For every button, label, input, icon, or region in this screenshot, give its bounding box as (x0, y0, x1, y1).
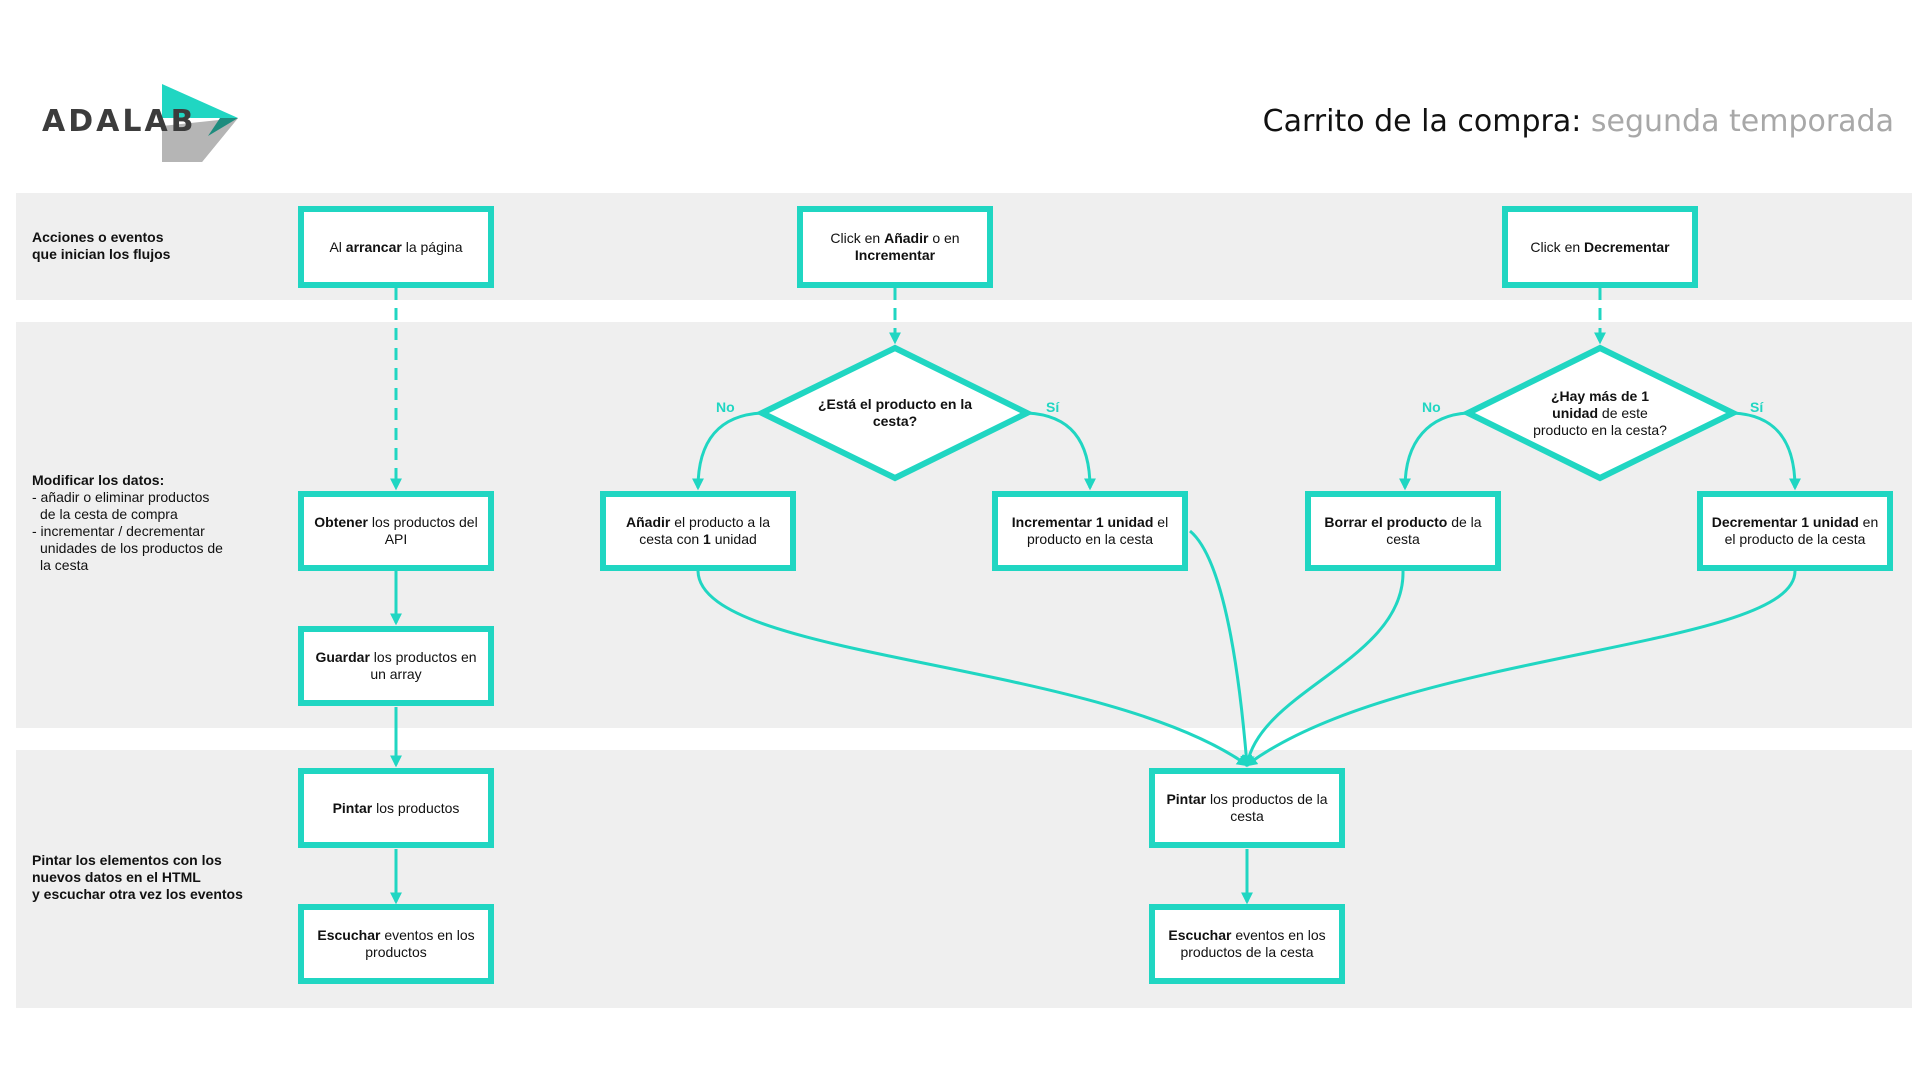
node-listen-cart[interactable]: Escuchar eventos en los productos de la … (1149, 904, 1345, 984)
node-add-one[interactable]: Añadir el producto a la cesta con 1 unid… (600, 491, 796, 571)
adalab-logo (162, 84, 238, 162)
branch-q1-no: No (716, 399, 735, 415)
decision-q1-text: ¿Está el producto en la cesta? (817, 396, 973, 429)
node-listen-products[interactable]: Escuchar eventos en los productos (298, 904, 494, 984)
node-delete[interactable]: Borrar el producto de la cesta (1305, 491, 1501, 571)
node-start[interactable]: Al arrancar la página (298, 206, 494, 288)
decision-q2-text: ¿Hay más de 1 unidad de este producto en… (1533, 387, 1667, 438)
node-paint-products[interactable]: Pintar los productos (298, 768, 494, 848)
edge-del-paintcart (1242, 570, 1405, 768)
lane-label-paint: Pintar los elementos con los nuevos dato… (32, 852, 243, 902)
edge-q1-yes (1026, 411, 1096, 491)
edge-inc-paintcart (1189, 529, 1253, 768)
node-dec-one[interactable]: Decrementar 1 unidad en el producto de l… (1697, 491, 1893, 571)
edge-dec-paintcart (1245, 570, 1797, 767)
decision-q1 (755, 344, 1034, 482)
edge-q2-yes (1732, 411, 1801, 491)
branch-q2-yes: Sí (1750, 399, 1764, 415)
node-click-dec[interactable]: Click en Decrementar (1502, 206, 1698, 288)
edge-add-paintcart (696, 570, 1249, 767)
node-paint-cart[interactable]: Pintar los productos de la cesta (1149, 768, 1345, 848)
branch-q1-yes: Sí (1046, 399, 1060, 415)
edge-q1-no (692, 411, 763, 491)
lane-label-events: Acciones o eventos que inician los flujo… (32, 229, 171, 262)
logo-text: ADALAB (42, 104, 197, 139)
page-title: Carrito de la compra: segunda temporada (1262, 104, 1894, 139)
node-click-add[interactable]: Click en Añadir o en Incrementar (797, 206, 993, 288)
node-save-array[interactable]: Guardar los productos en un array (298, 626, 494, 706)
lane-label-modify: Modificar los datos: - añadir o eliminar… (32, 472, 223, 573)
node-get-api[interactable]: Obtener los productos del API (298, 491, 494, 571)
node-inc-one[interactable]: Incrementar 1 unidad el producto en la c… (992, 491, 1188, 571)
decision-q2 (1461, 344, 1740, 482)
edge-q2-no (1399, 411, 1469, 491)
branch-q2-no: No (1422, 399, 1441, 415)
